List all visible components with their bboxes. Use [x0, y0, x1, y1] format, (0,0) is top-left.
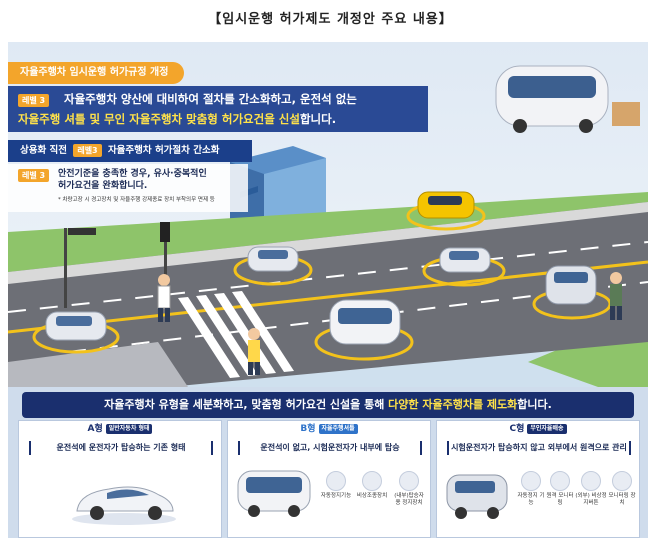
road-scene-illustration [8, 65, 648, 387]
steering-wheel-icon [362, 471, 382, 491]
auto-stop-icon [326, 471, 346, 491]
headline-highlight: 자율주행 셔틀 및 무인 자율주행차 맞춤형 허가요건을 신설 [18, 112, 300, 126]
headline-line-2: 자율주행 셔틀 및 무인 자율주행차 맞춤형 허가요건을 신설합니다. [18, 111, 336, 127]
header-shuttle [495, 65, 640, 133]
car-left [32, 311, 120, 354]
traffic-light [64, 222, 170, 308]
type-c-feature-2-label: 원격 모니터링 [546, 493, 574, 506]
center-line [8, 260, 648, 334]
summary-tail: 합니다. [517, 398, 552, 411]
headline-box: 레벨 3 자율주행차 양산에 대비하여 절차를 간소화하고, 운전석 없는 자율… [8, 86, 428, 132]
type-c-desc: 시험운전자가 탑승하지 않고 외부에서 원격으로 관리 [447, 441, 631, 455]
emergency-stop-icon [581, 471, 601, 491]
type-c-tag: 무인자율배송 [527, 424, 567, 434]
type-a-letter: A형 [87, 424, 103, 434]
pedestrian-center [248, 328, 260, 375]
type-c-letter: C형 [509, 424, 525, 434]
headline-line-1: 자율주행차 양산에 대비하여 절차를 간소화하고, 운전석 없는 [64, 92, 357, 106]
level3-text-line2: 허가요건을 완화합니다. [58, 181, 148, 191]
headline-tail: 합니다. [299, 112, 337, 126]
type-b-feature-1: 자동정지기능 [320, 471, 352, 500]
type-b-tag: 자율주행셔틀 [318, 424, 358, 434]
summary-lead: 자율주행차 유형을 세분화하고, 맞춤형 허가요건 신설을 통해 [104, 398, 389, 411]
summary-highlight: 다양한 자율주행차를 제도화 [388, 398, 518, 411]
type-c-feature-3-label: (외부) 비상정지버튼 [575, 493, 607, 506]
level3-prefix: 상용화 직전 [20, 145, 68, 156]
type-b-feature-2-label: 비상조종장치 [356, 493, 388, 499]
type-b-feature-2: 비상조종장치 [356, 471, 388, 500]
summary-heading: 자율주행차 유형을 세분화하고, 맞춤형 허가요건 신설을 통해 다양한 자율주… [22, 392, 634, 418]
level3-title: 자율주행차 허가절차 간소화 [107, 145, 220, 156]
type-c-feature-1: 자동정지 기능 [517, 471, 545, 507]
type-b-feature-3-label: (내부)탑승자용 정지장치 [394, 493, 424, 506]
type-c-feature-1-label: 자동정지 기능 [517, 493, 545, 506]
type-a-desc: 운전석에 운전자가 탑승하는 기존 형태 [29, 441, 213, 455]
type-b-desc: 운전석이 없고, 시험운전자가 내부에 탑승 [238, 441, 422, 455]
type-a-tag: 일반자동차 형태 [105, 424, 153, 434]
stop-hand-icon [399, 471, 419, 491]
type-c-feature-3: (외부) 비상정지버튼 [575, 471, 607, 507]
sidewalk [8, 342, 188, 387]
road-curb [8, 202, 648, 284]
level3-badge: 레벨3 [73, 144, 102, 157]
pedestrian-left [157, 274, 171, 322]
banner-tag: 자율주행차 임시운행 허가규정 개정 [8, 62, 185, 84]
taxi-car [406, 191, 486, 231]
level-badge: 레벨 3 [18, 94, 50, 107]
level3-small-badge: 레벨 3 [18, 169, 50, 182]
type-a-car-illustration [72, 486, 176, 525]
monitoring-device-icon [612, 471, 632, 491]
car-top-left [233, 246, 313, 286]
type-b-feature-3: (내부)탑승자용 정지장치 [392, 471, 426, 507]
level3-text-line1: 안전기준을 충족한 경우, 유사·중복적인 [58, 169, 207, 179]
car-mid-right [422, 247, 506, 287]
remote-monitor-icon [550, 471, 570, 491]
type-c-feature-4-label: 모니터링 장치 [608, 493, 636, 506]
type-c-feature-2: 원격 모니터링 [545, 471, 575, 507]
page-title: 【임시운행 허가제도 개정안 주요 내용】 [208, 12, 453, 27]
level3-panel: 레벨 3 안전기준을 충족한 경우, 유사·중복적인 허가요건을 완화합니다. … [8, 164, 248, 212]
shuttle-center [314, 299, 414, 361]
auto-stop-icon [521, 471, 541, 491]
type-b-letter: B형 [300, 424, 316, 434]
type-c-robot-illustration [446, 474, 508, 519]
level3-text: 안전기준을 충족한 경우, 유사·중복적인 허가요건을 완화합니다. [58, 168, 207, 192]
infographic-poster: 자율주행차 임시운행 허가규정 개정 레벨 3 자율주행차 양산에 대비하여 절… [8, 42, 648, 538]
type-c-feature-4: 모니터링 장치 [607, 471, 637, 507]
level3-note: * 차량고장 시 경고장치 및 자율주행 강제종료 장치 부착의무 면제 등 [58, 197, 215, 203]
pedestrian-right [610, 272, 622, 320]
level3-heading: 상용화 직전 레벨3 자율주행차 허가절차 간소화 [8, 140, 252, 162]
type-b-shuttle-illustration [237, 470, 311, 517]
type-b-feature-1-label: 자동정지기능 [320, 493, 352, 499]
crosswalk [178, 291, 294, 378]
